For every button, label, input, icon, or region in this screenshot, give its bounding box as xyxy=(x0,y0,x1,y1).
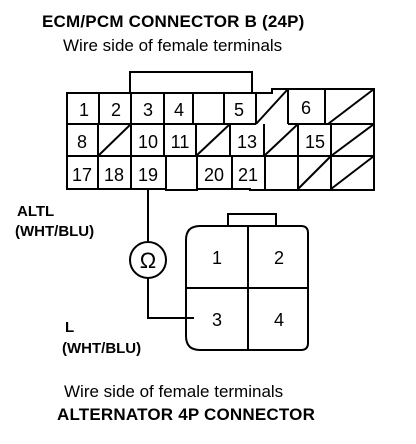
ecm-pin-1: 1 xyxy=(79,100,89,120)
empty-cavity-mark xyxy=(195,123,231,157)
empty-cavity-mark xyxy=(330,123,375,157)
alt-connector-subtitle: Wire side of female terminals xyxy=(64,382,284,401)
ecm-locking-tab xyxy=(129,71,253,93)
ecm-pin-11: 11 xyxy=(171,132,190,152)
alt-pin-1: 1 xyxy=(212,248,222,268)
ecm-pin-21: 21 xyxy=(238,165,258,185)
altl-wire-name: ALTL xyxy=(17,203,55,220)
ecm-connector-subtitle: Wire side of female terminals xyxy=(63,36,283,55)
ecm-pin-10: 10 xyxy=(138,132,158,152)
alt-pin-3: 3 xyxy=(212,310,222,330)
alt-pin-4: 4 xyxy=(274,310,284,330)
ecm-pin-18: 18 xyxy=(104,165,124,185)
l-wire-color: (WHT/BLU) xyxy=(62,340,142,357)
ecm-pin-3: 3 xyxy=(143,100,153,120)
ecm-pin-5: 5 xyxy=(234,100,244,120)
alt-locking-tab xyxy=(227,213,277,226)
empty-cavity-mark xyxy=(297,155,332,190)
ecm-pin-4: 4 xyxy=(174,100,184,120)
ecm-pin-8: 8 xyxy=(77,132,87,152)
ecm-pin-6: 6 xyxy=(301,98,311,118)
empty-cavity-mark xyxy=(330,155,375,190)
empty-cavity-mark xyxy=(97,123,132,157)
ecm-pin-19: 19 xyxy=(138,165,158,185)
ecm-pin-17: 17 xyxy=(72,165,92,185)
ecm-connector-title: ECM/PCM CONNECTOR B (24P) xyxy=(42,12,305,31)
ecm-pin-15: 15 xyxy=(305,132,325,152)
ohm-symbol-glyph: Ω xyxy=(140,248,156,273)
l-wire-name: L xyxy=(65,319,75,336)
alt-connector-title: ALTERNATOR 4P CONNECTOR xyxy=(57,405,316,424)
empty-cavity-mark xyxy=(255,88,289,125)
ecm-pin-20: 20 xyxy=(204,165,224,185)
l-wire xyxy=(147,278,194,319)
alt-pin-2: 2 xyxy=(274,248,284,268)
altl-wire-color: (WHT/BLU) xyxy=(15,223,95,240)
empty-cavity-mark xyxy=(327,88,375,125)
empty-cavity-mark xyxy=(263,123,299,157)
ecm-pin-2: 2 xyxy=(111,100,121,120)
alt-connector-outline xyxy=(185,225,309,351)
ecm-pin-13: 13 xyxy=(237,132,257,152)
